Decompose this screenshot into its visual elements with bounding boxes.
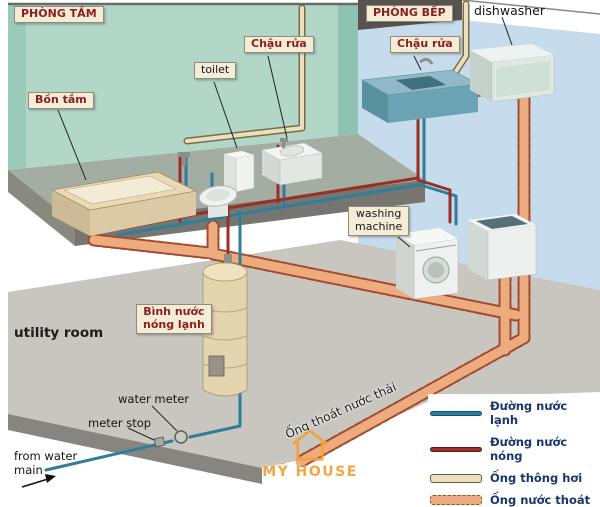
label-dishwasher: dishwasher — [474, 3, 545, 18]
watermark: MỸ HOUSE — [248, 428, 372, 480]
bathtub-faucet — [178, 152, 190, 166]
legend-item-hot: Đường nước nóng — [430, 435, 596, 463]
kitchen-faucet — [419, 57, 434, 65]
legend-item-vent: Ống thông hơi — [430, 471, 596, 485]
water-heater-tank — [202, 254, 248, 397]
legend-item-cold: Đường nước lạnh — [430, 399, 596, 427]
leader-lines — [57, 16, 513, 441]
label-toilet: toilet — [194, 62, 237, 79]
legend-label: Ống nước thoát — [490, 493, 591, 507]
hot-water-line-icon — [430, 446, 482, 452]
label-kitchen: PHÒNG BẾP — [366, 5, 453, 22]
kitchen-counter — [361, 57, 479, 123]
watermark-text: MỸ HOUSE — [262, 464, 358, 480]
water-meter-device — [174, 430, 188, 444]
laundry-tub — [468, 214, 537, 281]
house-logo-icon — [292, 429, 328, 461]
kitchen-sink-basin — [396, 76, 446, 90]
label-meter-stop: meter stop — [88, 416, 152, 430]
dishwasher-appliance — [470, 44, 555, 103]
legend-label: Ống thông hơi — [490, 471, 583, 485]
label-kitchen-sink: Chậu rửa — [390, 36, 460, 53]
washing-machine-appliance — [396, 228, 459, 300]
bathtub — [50, 152, 198, 236]
meter-stop-valve — [153, 436, 166, 448]
label-from-water-main: from water main — [14, 449, 78, 477]
water-main-arrow — [21, 474, 56, 488]
sink-faucet — [280, 138, 288, 148]
legend-item-drain: Ống nước thoát — [430, 493, 596, 507]
cold-water-line-icon — [430, 410, 482, 416]
legend: Đường nước lạnh Đường nước nóng Ống thôn… — [428, 394, 598, 507]
label-utility-room: utility room — [14, 325, 104, 341]
label-bathroom-sink: Chậu rửa — [244, 36, 314, 53]
label-bathtub: Bồn tắm — [28, 92, 94, 109]
label-bathroom: PHÒNG TẮM — [14, 6, 104, 23]
label-water-heater: Bình nước nóng lạnh — [136, 304, 212, 334]
drain-pipe-icon — [430, 495, 482, 505]
legend-label: Đường nước nóng — [490, 435, 568, 463]
label-water-meter: water meter — [118, 392, 190, 406]
legend-label: Đường nước lạnh — [490, 399, 568, 427]
vent-pipe-icon — [430, 473, 482, 483]
label-washing-machine: washing machine — [348, 206, 410, 236]
toilet-fixture — [198, 151, 255, 218]
water-meter-assembly — [153, 430, 188, 448]
bathroom-sink — [261, 138, 323, 186]
